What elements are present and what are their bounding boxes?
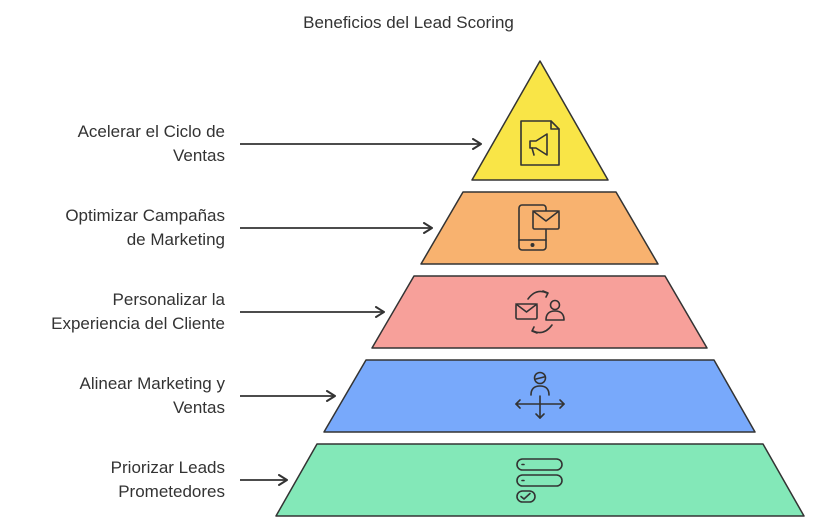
level-1-label-line-1: Acelerar el Ciclo de: [77, 122, 225, 141]
megaphone-document-icon: [520, 120, 560, 166]
level-2-label-line-1: Optimizar Campañas: [65, 206, 225, 225]
level-3-shape: [371, 275, 708, 349]
level-5-shape: [275, 443, 805, 517]
level-4-label-line-1: Alinear Marketing y: [79, 374, 225, 393]
level-2-label: Optimizar Campañas de Marketing: [0, 204, 225, 252]
level-5-label: Priorizar Leads Prometedores: [0, 456, 225, 504]
person-arrows-icon: [515, 371, 565, 419]
level-5-label-line-1: Priorizar Leads: [110, 458, 225, 477]
mail-person-exchange-icon: [515, 290, 565, 334]
level-4-label: Alinear Marketing y Ventas: [0, 372, 225, 420]
mobile-mail-icon: [518, 204, 560, 251]
level-5-label-line-2: Prometedores: [118, 482, 225, 501]
level-3-label-line-2: Experiencia del Cliente: [51, 314, 225, 333]
level-1-label-line-2: Ventas: [173, 146, 225, 165]
level-4-label-line-2: Ventas: [173, 398, 225, 417]
level-3-label: Personalizar la Experiencia del Cliente: [0, 288, 225, 336]
level-1-label: Acelerar el Ciclo de Ventas: [0, 120, 225, 168]
prioritized-list-icon: [516, 458, 563, 503]
level-2-label-line-2: de Marketing: [126, 230, 225, 249]
diagram-title: Beneficios del Lead Scoring: [303, 13, 514, 32]
level-3-label-line-1: Personalizar la: [112, 290, 225, 309]
